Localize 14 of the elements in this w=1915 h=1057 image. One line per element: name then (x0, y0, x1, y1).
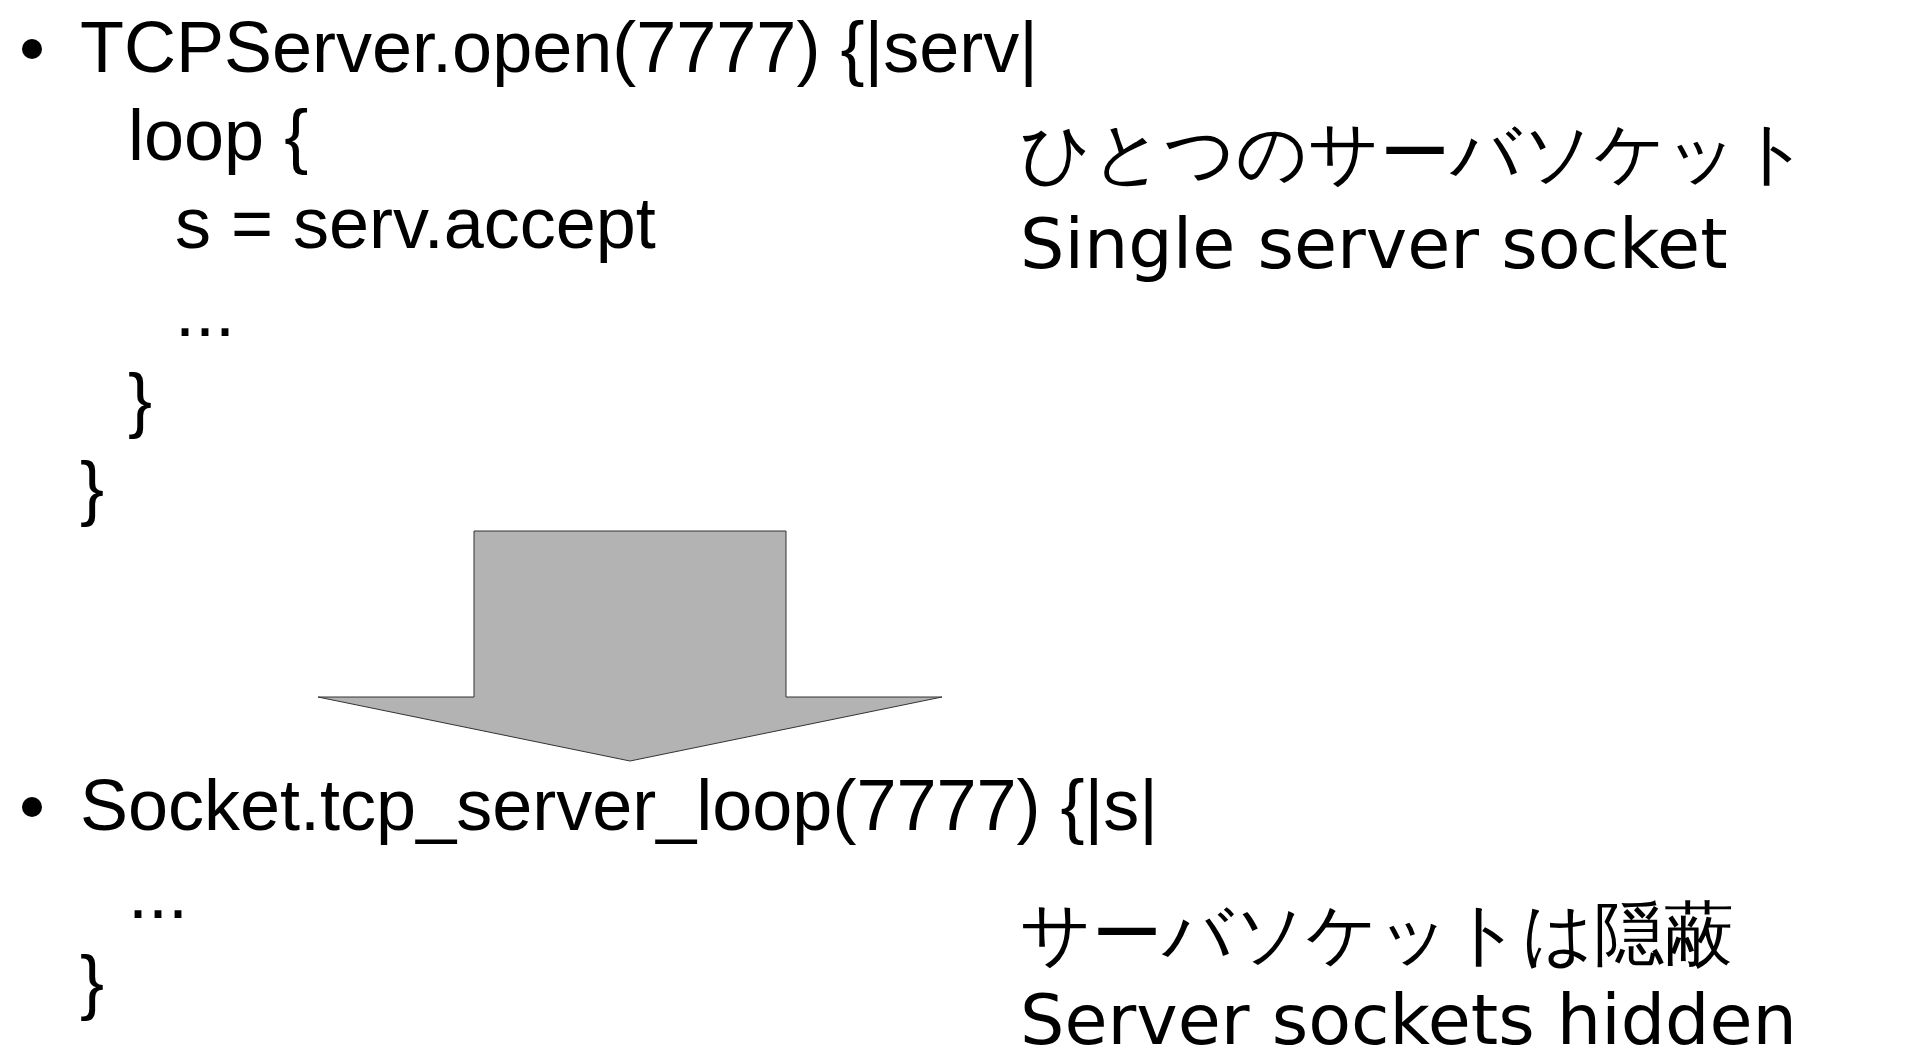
block-arrow (317, 530, 943, 762)
code-line: ... (128, 852, 188, 935)
code-line: Socket.tcp_server_loop(7777) {|s| (80, 764, 1158, 847)
code-line: ... (175, 270, 235, 353)
annotation-text: ひとつのサーバソケット (1020, 111, 1810, 196)
code-line: s = serv.accept (175, 182, 656, 265)
code-line: } (128, 358, 153, 441)
annotation-text: Server sockets hidden (1020, 978, 1797, 1057)
annotation-text: サーバソケットは隠蔽 (1020, 892, 1734, 977)
annotation-text: Single server socket (1020, 202, 1728, 287)
code-line: } (80, 940, 105, 1023)
code-line: TCPServer.open(7777) {|serv| (80, 6, 1038, 89)
code-line: } (80, 446, 105, 529)
code-line: loop { (128, 94, 309, 177)
